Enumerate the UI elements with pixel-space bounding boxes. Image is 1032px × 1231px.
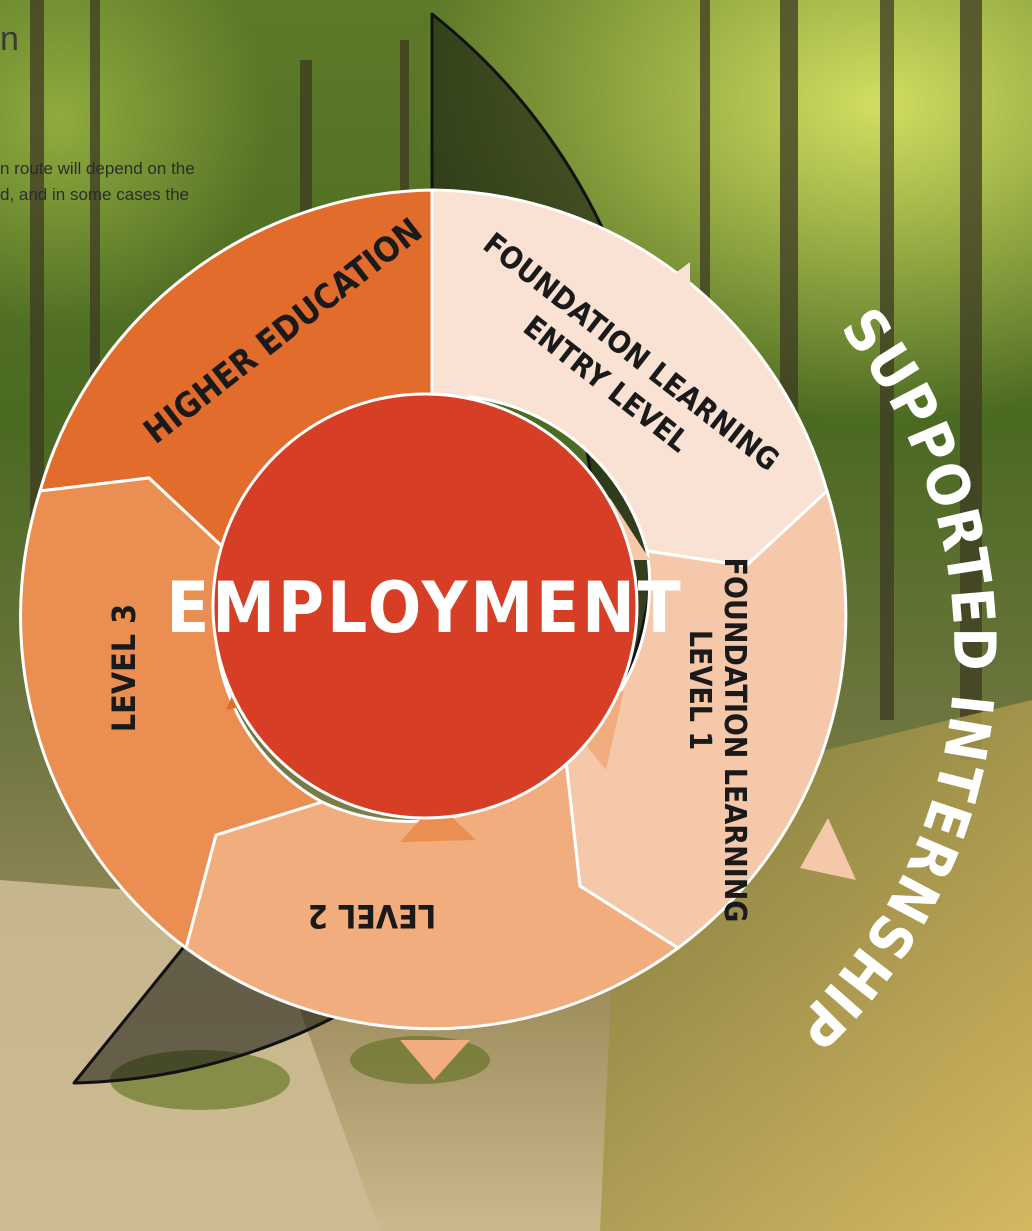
label-level-3: LEVEL 3 [105,604,143,732]
intro-text: n route will depend on the d, and in som… [0,156,420,208]
outer-arrow-level1 [800,818,856,880]
employment-center-circle [211,392,639,820]
segment-foundation-entry-level [430,188,829,568]
label-foundation-level1-line-2: LEVEL 1 [682,630,717,750]
intro-title: n [0,20,19,58]
segment-foundation-level-1 [563,488,848,950]
intro-text-line-1: n route will depend on the [0,159,195,178]
segment-level-3 [19,476,326,951]
arrow-to-foundation-entry [455,340,520,400]
outer-arrow-entry [640,262,690,340]
label-foundation-level1-line-1: FOUNDATION LEARNING [717,558,752,923]
label-level-2: LEVEL 2 [308,897,436,935]
intro-text-line-2: d, and in some cases the [0,185,190,204]
employment-label: EMPLOYMENT [166,567,684,649]
arrow-to-level3 [400,802,476,842]
outer-arrow-level2 [400,1040,470,1080]
